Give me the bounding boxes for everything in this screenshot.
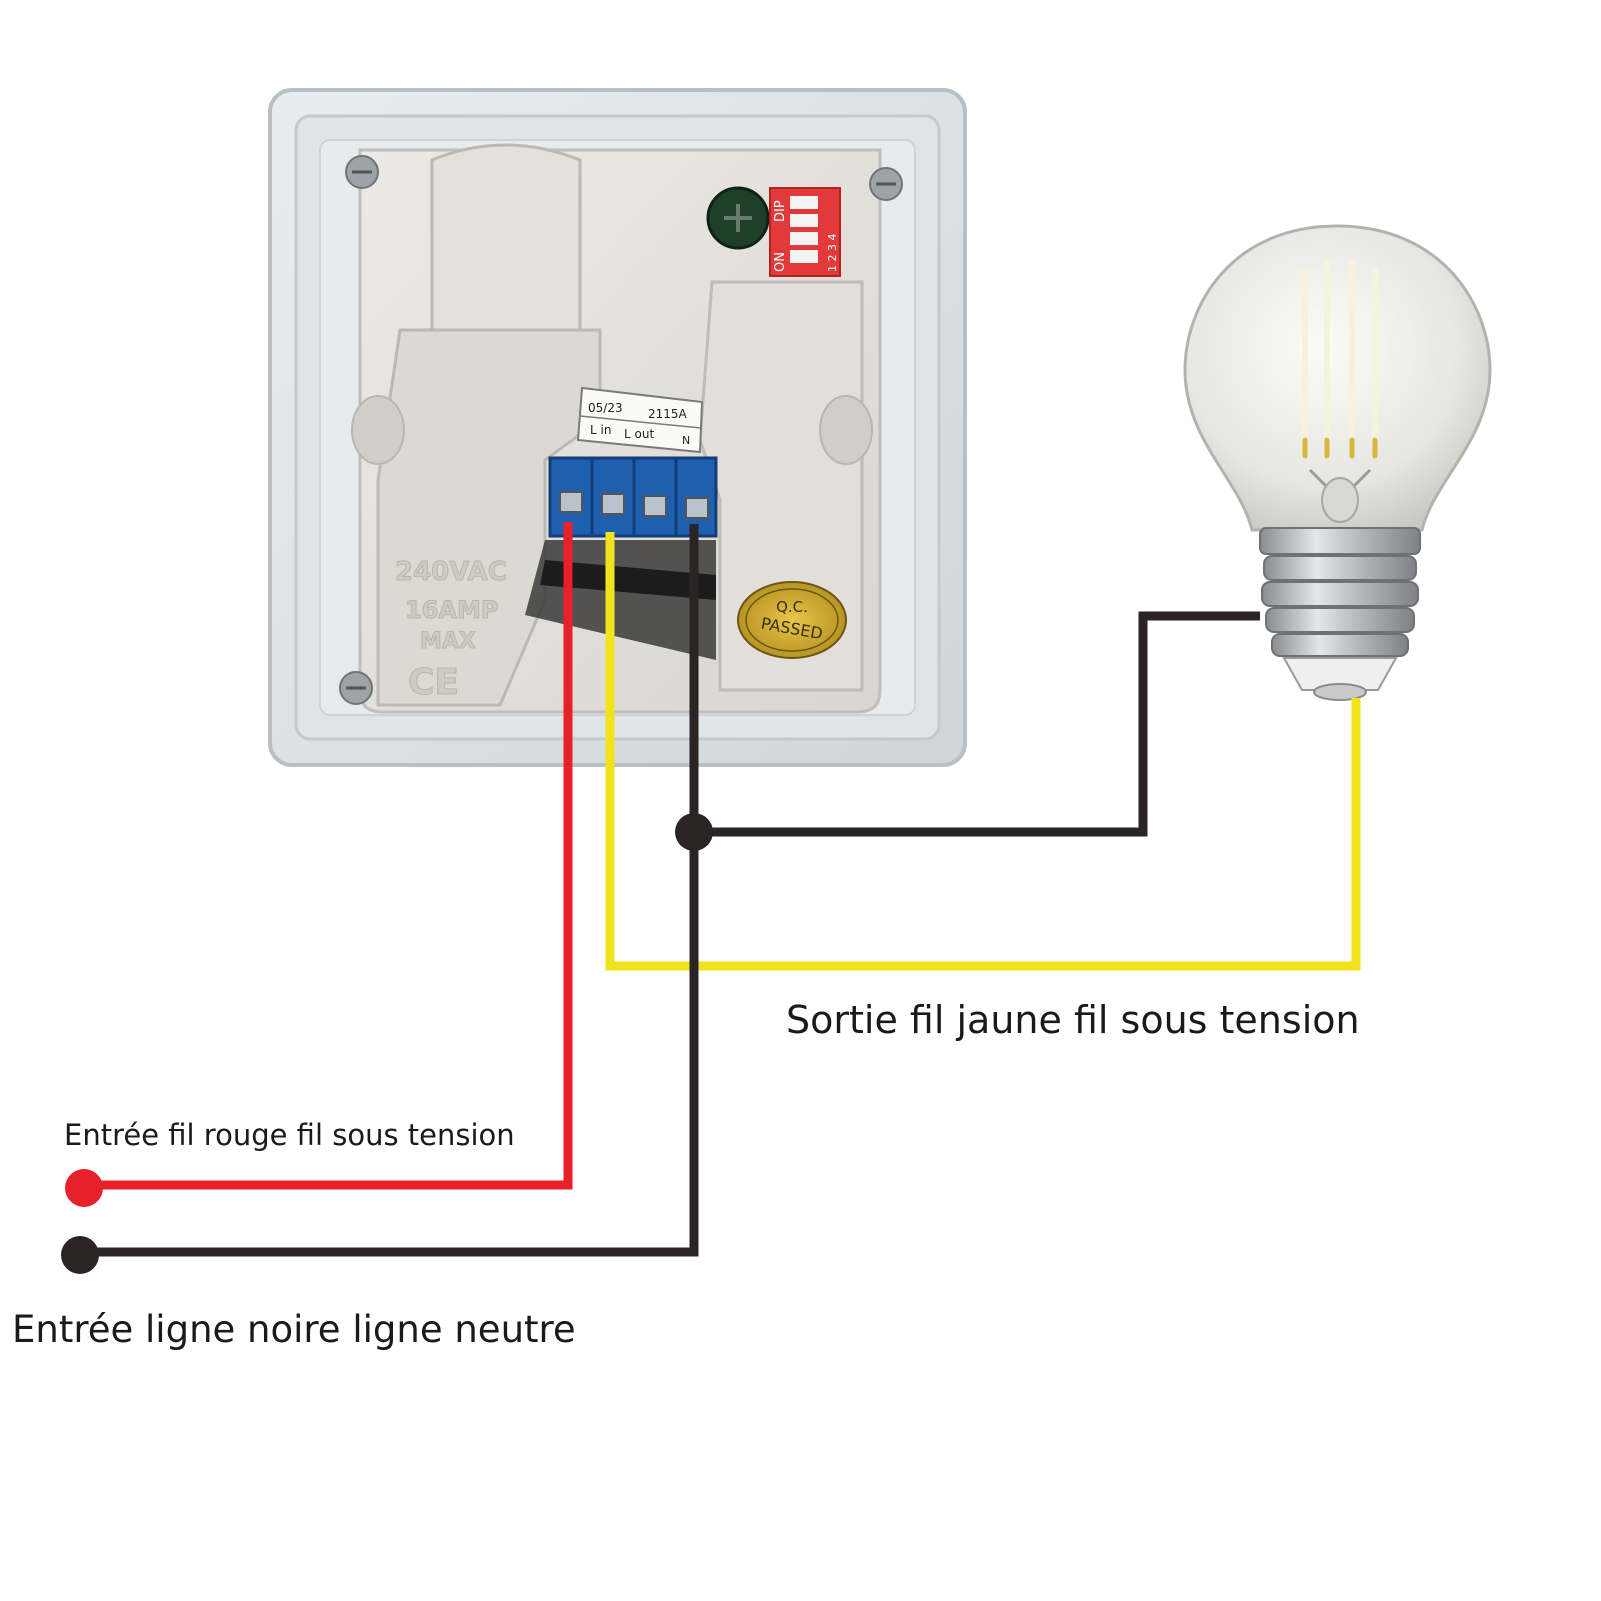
rating-max: MAX <box>420 629 476 654</box>
black-terminal-dot <box>61 1236 99 1274</box>
wire-black-trunk <box>82 524 699 1257</box>
qc-line1: Q.C. <box>776 598 808 616</box>
label-red-input: Entrée fil rouge fil sous tension <box>64 1118 515 1152</box>
ce-mark-icon: CE <box>408 662 459 703</box>
qc-passed-sticker: Q.C. PASSED <box>737 581 847 659</box>
rating-voltage: 240VAC <box>395 557 507 587</box>
dip-label-on: ON <box>773 252 788 272</box>
wire-black-to-bulb <box>694 611 1260 837</box>
light-bulb <box>1183 224 1492 701</box>
terminal-l-in: L in <box>590 423 611 437</box>
screw-icon <box>345 155 379 189</box>
dip-label-top: DIP <box>773 200 788 222</box>
terminal-screw-icon <box>559 491 583 513</box>
red-terminal-dot <box>65 1169 103 1207</box>
rating-current: 16AMP <box>405 596 498 624</box>
terminal-block <box>548 456 718 538</box>
switch-device: DIP ON 1 2 3 4 05/23 2115A L in L out N <box>268 88 967 767</box>
potentiometer-knob-icon <box>706 186 770 250</box>
terminal-l-out: L out <box>624 427 654 441</box>
junction-dot <box>675 813 713 851</box>
terminal-code-left: 05/23 <box>588 401 623 415</box>
terminal-screw-icon <box>643 495 667 517</box>
sensor-post <box>430 143 582 342</box>
wire-red <box>82 522 573 1190</box>
terminal-label-sticker: 05/23 2115A L in L out N <box>576 386 704 454</box>
screw-icon <box>869 167 903 201</box>
terminal-screw-icon <box>685 497 709 519</box>
terminal-n: N <box>682 434 690 447</box>
terminal-screw-icon <box>601 493 625 515</box>
dip-switch: DIP ON 1 2 3 4 <box>769 187 841 277</box>
label-black-input: Entrée ligne noire ligne neutre <box>12 1308 576 1351</box>
wire-yellow <box>605 532 1361 971</box>
screw-icon <box>339 671 373 705</box>
mount-hole <box>351 395 405 465</box>
wires <box>61 522 1361 1274</box>
dip-label-numbers: 1 2 3 4 <box>826 234 839 272</box>
bulb-screw-base <box>1259 527 1421 701</box>
label-yellow-output: Sortie fil jaune fil sous tension <box>786 998 1360 1042</box>
mount-hole <box>819 395 873 465</box>
terminal-code-right: 2115A <box>648 407 688 421</box>
filament-icon <box>1302 259 1378 443</box>
